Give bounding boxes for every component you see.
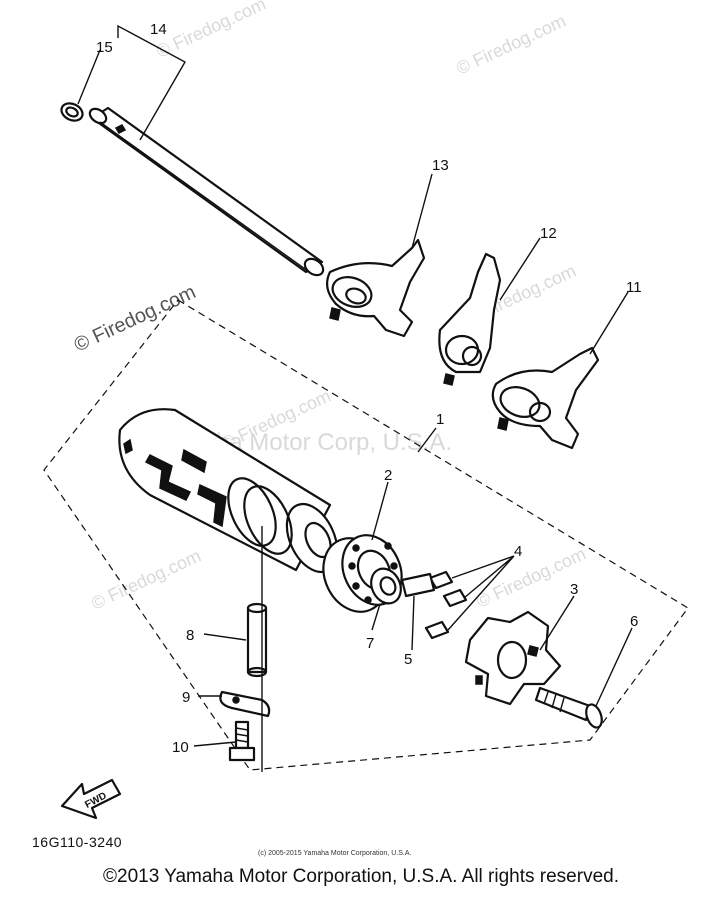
callout-15: 15 — [96, 39, 113, 56]
part-number: 16G110-3240 — [32, 834, 123, 850]
screw-part-6 — [534, 686, 603, 729]
callout-9: 9 — [182, 689, 190, 706]
sub-copyright: (c) 2005-2015 Yamaha Motor Corporation, … — [258, 850, 412, 857]
footer-copyright: ©2013 Yamaha Motor Corporation, U.S.A. A… — [103, 866, 619, 887]
shift-fork-part-12 — [438, 252, 502, 386]
callout-7: 7 — [366, 635, 374, 652]
callout-12: 12 — [540, 225, 557, 242]
watermark-3: © Firedog.com — [71, 281, 199, 356]
assembly-boundary — [43, 299, 689, 771]
watermarks: © Firedog.com © Firedog.com © Firedog.co… — [71, 0, 589, 614]
callout-1: 1 — [436, 411, 444, 428]
pin-part-5 — [400, 572, 436, 598]
watermark-5: © Firedog.com — [88, 545, 204, 613]
dowel-pin-part-8 — [246, 602, 268, 678]
shift-drum-part-1 — [118, 408, 339, 574]
fwd-arrow-icon: FWD — [60, 778, 122, 820]
callout-14: 14 — [150, 21, 167, 38]
callout-11: 11 — [626, 279, 642, 296]
plate-part-9 — [219, 690, 271, 718]
callout-8: 8 — [186, 627, 194, 644]
shift-fork-part-13 — [325, 238, 426, 338]
watermark-1: © Firedog.com — [153, 0, 269, 62]
circlip-part-15 — [60, 102, 84, 122]
watermark-2: © Firedog.com — [453, 10, 569, 78]
leader-lines — [77, 24, 633, 772]
watermark-6: © Firedog.com — [473, 543, 589, 611]
segment-part-3 — [464, 610, 562, 706]
callouts: 14 15 13 12 11 1 2 4 3 6 7 5 8 9 10 — [96, 21, 642, 756]
callout-4: 4 — [514, 543, 522, 560]
shift-fork-part-11 — [491, 346, 600, 450]
callout-3: 3 — [570, 581, 578, 598]
callout-2: 2 — [384, 467, 392, 484]
shift-shaft-part-14 — [88, 106, 325, 277]
collar-part-7 — [370, 567, 402, 605]
bolt-part-10 — [228, 720, 256, 762]
callout-10: 10 — [172, 739, 189, 756]
callout-6: 6 — [630, 613, 638, 630]
callout-13: 13 — [432, 157, 449, 174]
callout-5: 5 — [404, 651, 412, 668]
pins-part-4 — [424, 570, 468, 640]
